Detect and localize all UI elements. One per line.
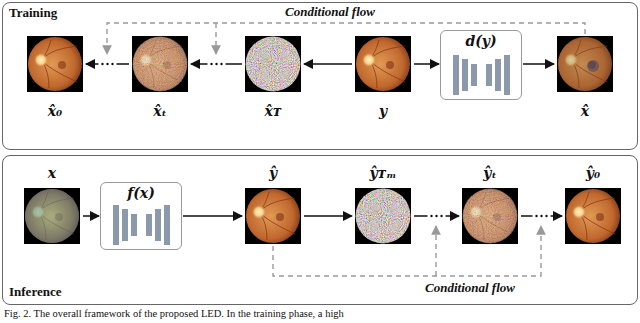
noise-image xyxy=(355,188,411,244)
variable-label: x̂ xyxy=(581,102,589,120)
arrow-line xyxy=(304,215,352,217)
variable-label: x̂ᴛ xyxy=(264,102,281,120)
image-node: x xyxy=(22,164,82,246)
flow-label: Conditional flow xyxy=(283,4,377,20)
arrow-line xyxy=(521,215,562,217)
ellipsis-dot xyxy=(440,215,442,217)
ellipsis-dot xyxy=(545,215,547,217)
arrow-line xyxy=(183,215,242,217)
network-box: f(x) xyxy=(100,182,182,250)
image-node: x̂ᴛ xyxy=(243,34,303,120)
fundus-image xyxy=(565,188,621,244)
flow-arrow xyxy=(414,212,459,220)
figure-caption: Fig. 2. The overall framework of the pro… xyxy=(4,307,344,320)
ellipsis-dot xyxy=(210,63,212,65)
flow-label: Conditional flow xyxy=(423,280,517,296)
flow-arrow xyxy=(86,60,129,68)
image-node: ŷₜ xyxy=(460,164,520,246)
phase-panel: Inference x f(x) ŷ ŷᴛₘ ŷₜ ŷ₀ xyxy=(2,155,638,305)
degraded-fundus-image xyxy=(557,36,613,92)
image-node: y xyxy=(353,34,413,120)
flow-arrow xyxy=(523,64,554,65)
flow-arrow xyxy=(304,64,352,65)
network-box: d(y) xyxy=(440,30,522,100)
variable-label: y xyxy=(379,102,387,120)
phase-title: Inference xyxy=(9,284,61,300)
image-node: ŷ₀ xyxy=(563,164,623,246)
phase-panel: Training x̂₀ x̂ₜ x̂ᴛ y d(y) x̂ xyxy=(2,2,638,150)
ellipsis-patch xyxy=(533,212,551,220)
arrow-line xyxy=(191,63,242,65)
image-node: x̂ xyxy=(555,34,615,120)
noisy-fundus-image xyxy=(462,188,518,244)
variable-label: f(x) xyxy=(101,184,181,202)
ellipsis-dot xyxy=(101,63,103,65)
arrow-line xyxy=(414,215,459,217)
ellipsis-dot xyxy=(435,215,437,217)
image-node: ŷ xyxy=(243,164,303,246)
arrow-line xyxy=(414,63,439,65)
flow-arrow xyxy=(521,212,562,220)
flow-arrow xyxy=(414,64,439,65)
fundus-image xyxy=(355,36,411,92)
network-icon xyxy=(113,205,170,245)
ellipsis-dot xyxy=(215,63,217,65)
ellipsis-dot xyxy=(220,63,222,65)
flow-arrow xyxy=(191,60,242,68)
variable-label: x̂ₜ xyxy=(153,102,167,120)
variable-label: ŷ₀ xyxy=(586,164,600,182)
image-node: x̂₀ xyxy=(25,34,85,120)
noisy-fundus-image xyxy=(132,36,188,92)
flow-arrow xyxy=(304,216,352,217)
variable-label: ŷ xyxy=(269,164,277,182)
variable-label: d(y) xyxy=(441,32,521,50)
ellipsis-patch xyxy=(99,60,117,68)
variable-label: ŷᴛₘ xyxy=(369,164,396,182)
ellipsis-dot xyxy=(430,215,432,217)
arrow-line xyxy=(83,215,99,217)
image-node: ŷᴛₘ xyxy=(353,164,413,246)
phase-title: Training xyxy=(9,5,57,21)
arrow-line xyxy=(523,63,554,65)
ellipsis-patch xyxy=(428,212,446,220)
low-quality-fundus-image xyxy=(24,188,80,244)
variable-label: x xyxy=(48,164,56,182)
noise-image xyxy=(245,36,301,92)
ellipsis-dot xyxy=(535,215,537,217)
ellipsis-dot xyxy=(540,215,542,217)
variable-label: x̂₀ xyxy=(48,102,62,120)
flow-arrow xyxy=(83,216,99,217)
arrow-line xyxy=(86,63,129,65)
fundus-image xyxy=(245,188,301,244)
arrow-line xyxy=(304,63,352,65)
variable-label: ŷₜ xyxy=(483,164,496,182)
ellipsis-dot xyxy=(111,63,113,65)
image-node: x̂ₜ xyxy=(130,34,190,120)
network-icon xyxy=(453,55,510,95)
ellipsis-dot xyxy=(106,63,108,65)
flow-arrow xyxy=(183,216,242,217)
fundus-image xyxy=(27,36,83,92)
ellipsis-patch xyxy=(208,60,226,68)
